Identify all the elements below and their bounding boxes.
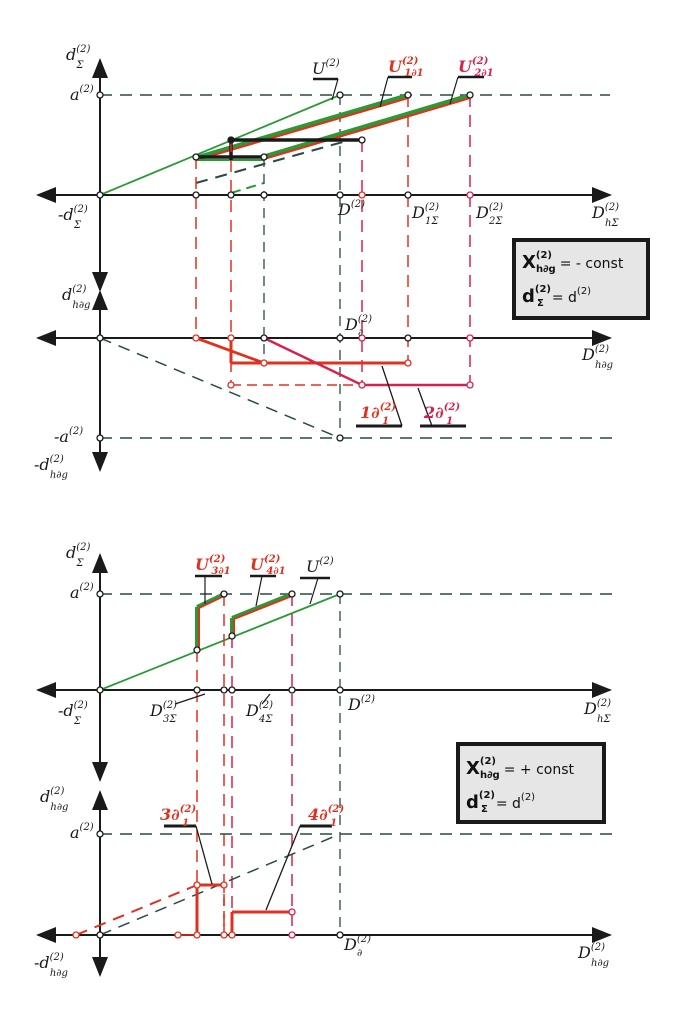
- d3-D4-leader: [261, 693, 271, 705]
- d4-red-diagonal-dashed: [75, 884, 198, 936]
- d1-lower-dashed-green: [230, 182, 265, 194]
- d3-points: [96, 590, 344, 694]
- d3-U3-top-red: [198, 595, 225, 609]
- d2-l1-leader: [381, 365, 403, 427]
- d2-points: [96, 334, 474, 442]
- d1-D-label: D(2): [337, 199, 365, 219]
- d3-U4-top-red: [233, 595, 293, 620]
- d1-U2-label: U(2)2∂1: [458, 56, 494, 79]
- svg-text:d(2)Σ= d(2): d(2)Σ= d(2): [466, 790, 535, 815]
- d2-l2-leader: [417, 387, 433, 427]
- d1-points: [96, 91, 474, 199]
- d2-Dhdg-label: D(2)h∂g: [581, 344, 613, 371]
- d3-U-leader2: [309, 577, 319, 605]
- d2-l2-label: 2∂(2)1: [423, 402, 460, 427]
- d1-U-label: U(2): [312, 58, 340, 78]
- d1-U1-label: U(2)1∂1: [388, 56, 424, 79]
- d1-condition-box: X(2)h∂g= - const d(2)Σ= d(2): [512, 238, 650, 320]
- d2-l1-label: 1∂(2)1: [360, 402, 396, 427]
- d1-lower-dashed: [195, 139, 351, 184]
- d4-l4-leader: [265, 825, 301, 911]
- d1-U-line: [99, 94, 341, 196]
- d3-dsum-label: d(2)Σ: [66, 542, 91, 569]
- d2-Dd-label: D(2)∂: [344, 314, 372, 339]
- d4-points: [72, 830, 344, 939]
- diagram1: d(2)Σ a(2) -d(2)Σ U(2) U(2)1∂1 U(2)2∂1 D…: [36, 44, 650, 438]
- d3-Dh-label: D(2)hΣ: [583, 698, 611, 725]
- diagram3: d(2)Σ a(2) -d(2)Σ U(2)3∂1 U(2)4∂1 U(2) D…: [36, 542, 620, 935]
- d1-U1-diagonal: [197, 93, 409, 159]
- d2-neg-a-label: -a(2): [54, 426, 83, 446]
- diagram2: d(2)h∂g D(2)∂ D(2)h∂g -a(2) -d(2)h∂g 1∂(…: [34, 284, 620, 481]
- d3-D-label: D(2): [347, 694, 375, 714]
- d2-neg-dhdg-label: -d(2)h∂g: [34, 454, 68, 481]
- d1-D1-label: D(2)1Σ: [411, 202, 439, 227]
- d3-U3-top: [196, 592, 225, 609]
- svg-text:X(2)h∂g= + const: X(2)h∂g= + const: [466, 756, 575, 781]
- d3-U4-leader2: [255, 575, 263, 607]
- d1-U1-diagonal-red: [199, 96, 409, 161]
- d4-l4-label: 4∂(2)1: [308, 804, 344, 829]
- d1-a-label: a(2): [70, 84, 94, 104]
- d2-dhdg-label: d(2)h∂g: [62, 284, 90, 311]
- d3-a-label: a(2): [70, 582, 94, 602]
- diagram4: d(2)h∂g a(2) 3∂(2)1 4∂(2)1 -d(2)h∂g D(2)…: [34, 786, 620, 979]
- d4-neg-dhdg-label: -d(2)h∂g: [34, 952, 68, 979]
- d1-dsum-label: d(2)Σ: [66, 44, 91, 71]
- d3-U3-label: U(2)3∂1: [195, 554, 231, 577]
- d1-U2-diagonal-red: [263, 96, 471, 161]
- d1-Dh-label: D(2)hΣ: [591, 202, 619, 229]
- d2-mag-slope: [263, 336, 363, 387]
- d4-l3-label: 3∂(2)1: [160, 804, 196, 829]
- d4-l3-leader: [195, 825, 213, 885]
- svg-text:X(2)h∂g= - const: X(2)h∂g= - const: [522, 250, 624, 275]
- svg-text:d(2)Σ= d(2): d(2)Σ= d(2): [522, 284, 591, 309]
- d4-a-label: a(2): [70, 822, 94, 842]
- d1-U1-leader2: [379, 76, 389, 108]
- d4-dhdg-label: d(2)h∂g: [40, 786, 68, 813]
- d3-condition-box: X(2)h∂g= + const d(2)Σ= d(2): [456, 742, 606, 824]
- d1-D2-label: D(2)2Σ: [475, 202, 503, 227]
- d3-neg-dsum-label: -d(2)Σ: [58, 700, 88, 727]
- d3-U4-top: [231, 592, 293, 620]
- d1-U2-leader2: [449, 76, 459, 105]
- d3-U4-label: U(2)4∂1: [250, 554, 286, 577]
- d3-D3-leader: [174, 693, 206, 705]
- d3-D3-label: D(2)3Σ: [149, 700, 177, 725]
- d1-U-leader2: [331, 78, 339, 101]
- d3-D4-label: D(2)4Σ: [245, 700, 273, 725]
- d3-U-label: U(2): [306, 556, 334, 576]
- d2-diagonal-dashed: [99, 337, 341, 439]
- d1-U2-diagonal: [261, 93, 471, 159]
- d3-U-line: [99, 593, 341, 691]
- d4-Dhdg-label: D(2)h∂g: [577, 942, 609, 969]
- d4-Dd-label: D(2)∂: [343, 934, 371, 959]
- d1-neg-dsum-label: -d(2)Σ: [58, 204, 88, 231]
